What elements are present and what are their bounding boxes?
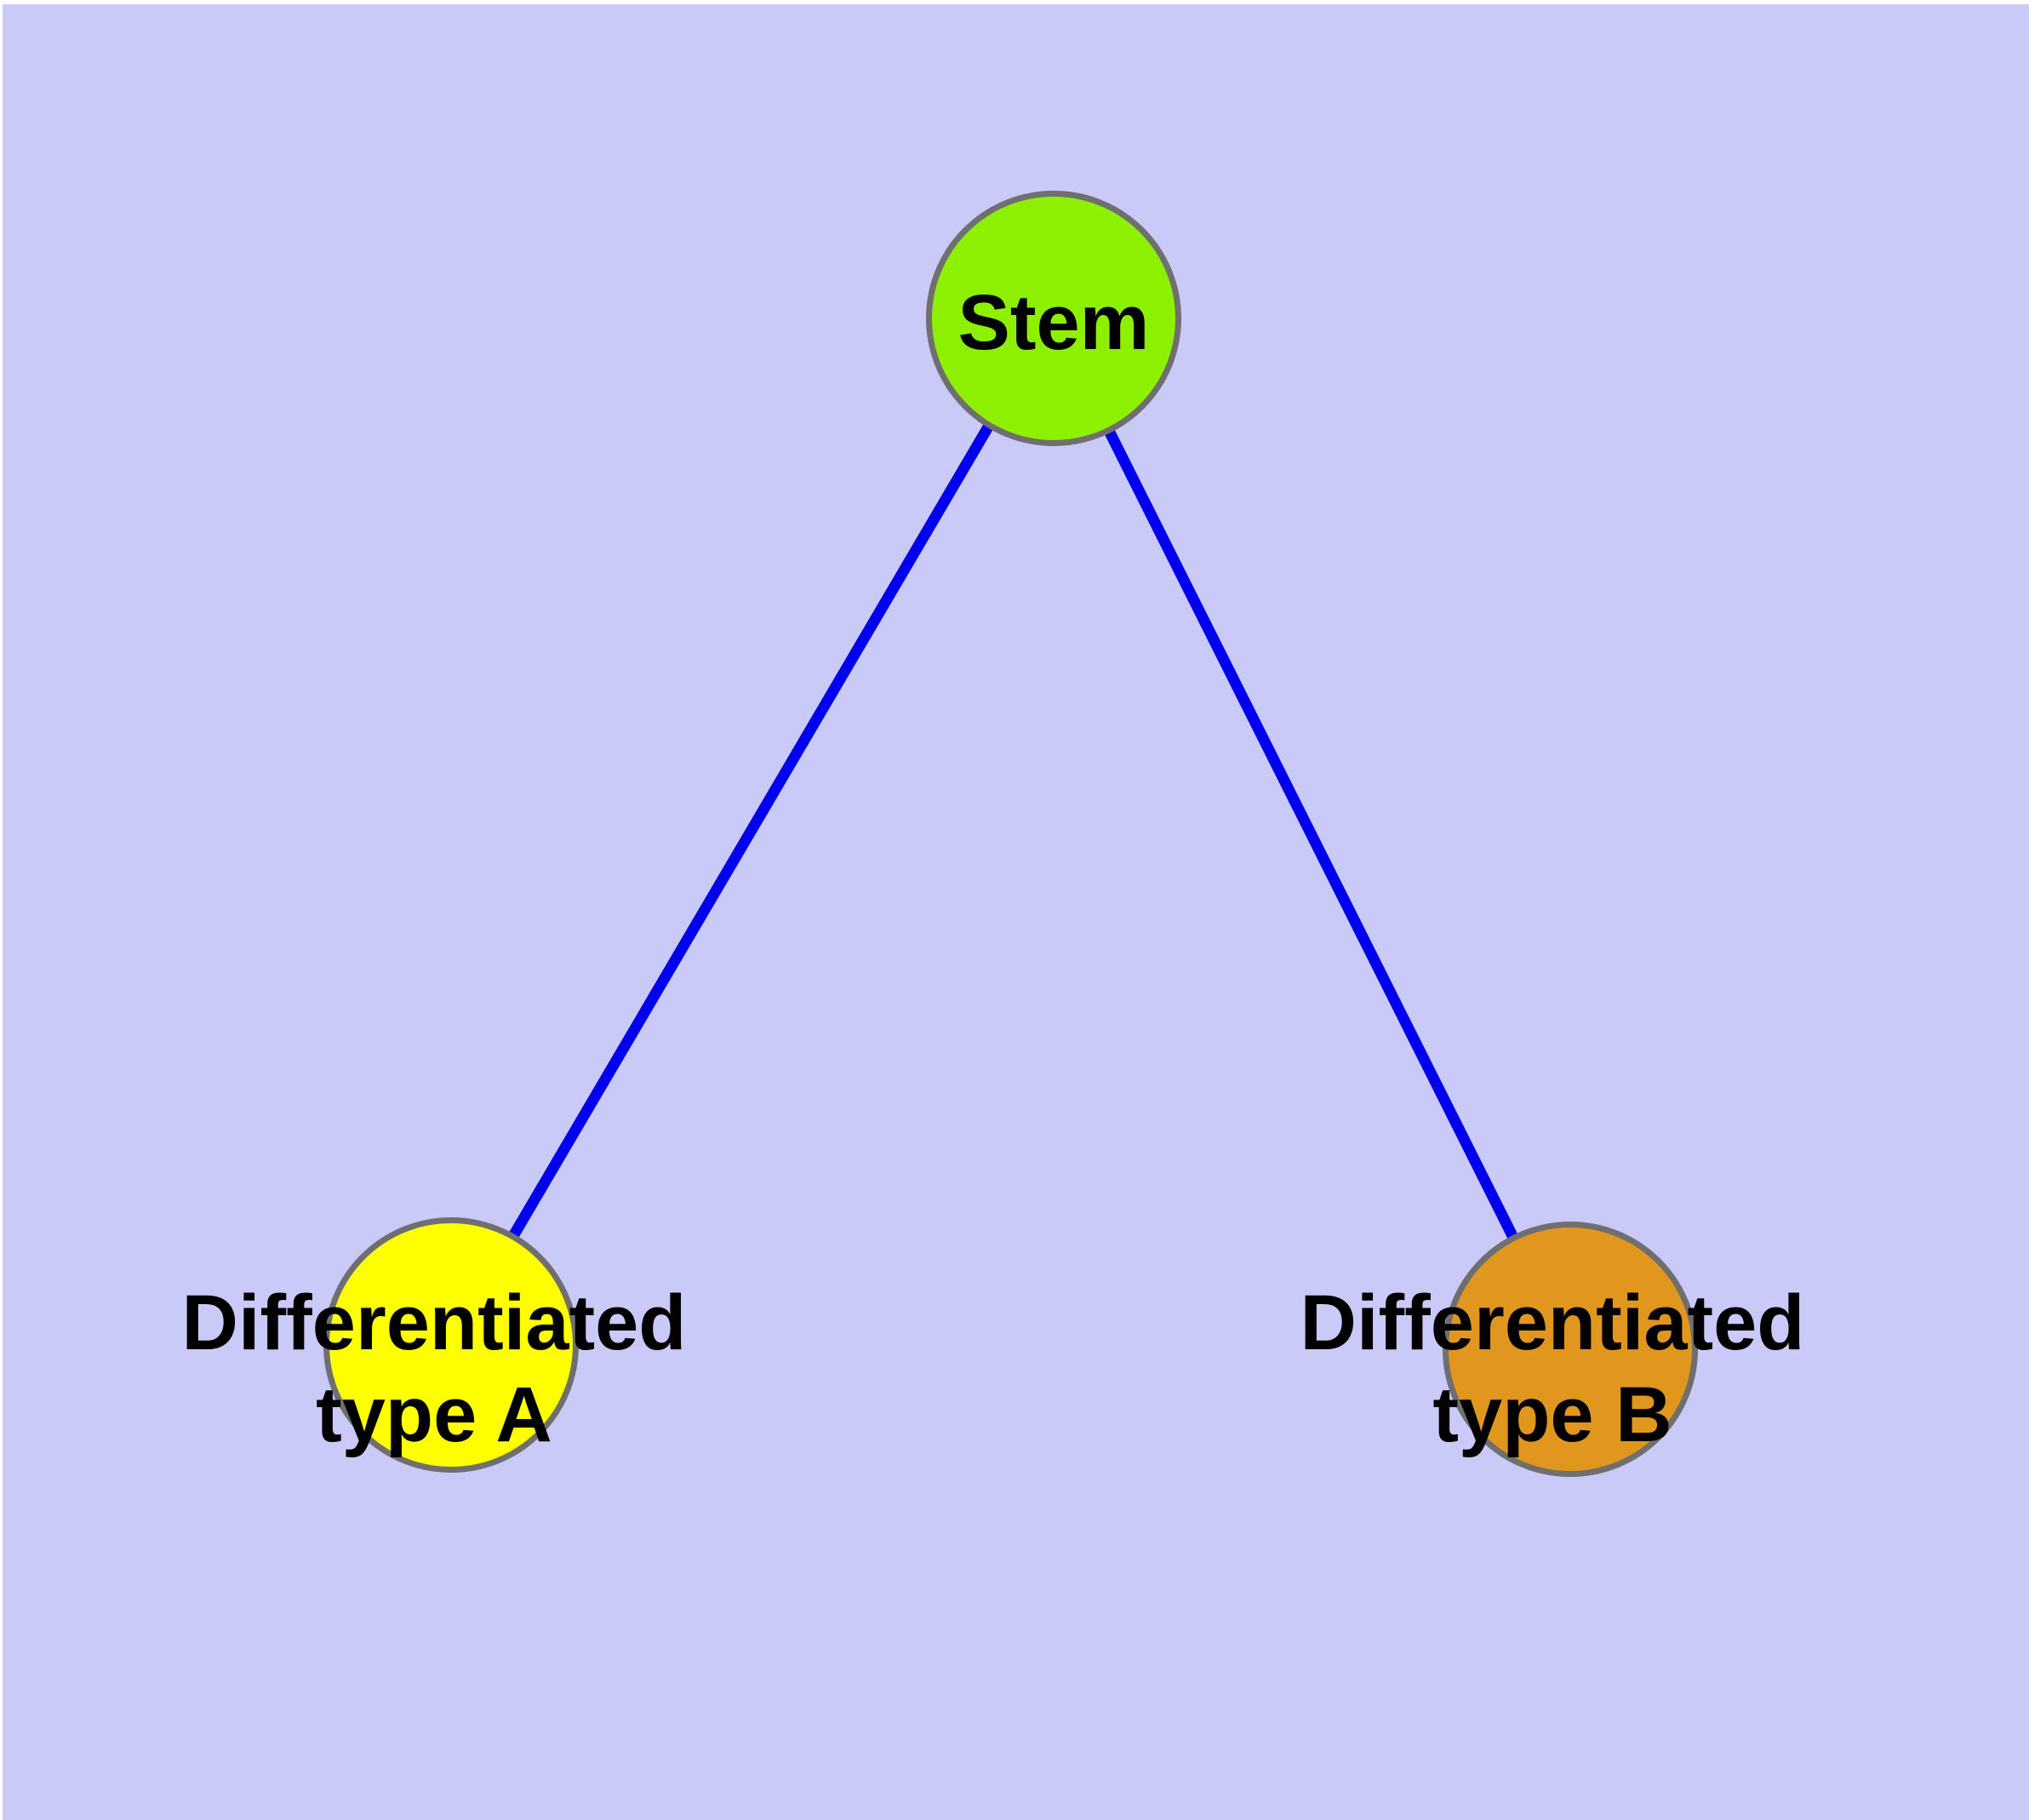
differentiated-type-b-label: Differentiated type B (1300, 1279, 1805, 1458)
edges-layer (445, 312, 1574, 1352)
stem-node (926, 191, 1181, 446)
differentiated-type-a-node (323, 1217, 579, 1473)
edge-stem-to-type-b (1046, 312, 1574, 1352)
differentiated-type-a-label: Differentiated type A (181, 1279, 687, 1458)
differentiated-type-b-node (1443, 1222, 1698, 1477)
diagram-background: Stem Differentiated type A Differentiate… (3, 4, 2029, 1820)
edge-stem-to-type-a (445, 312, 1058, 1348)
stem-node-label: Stem (957, 279, 1150, 366)
